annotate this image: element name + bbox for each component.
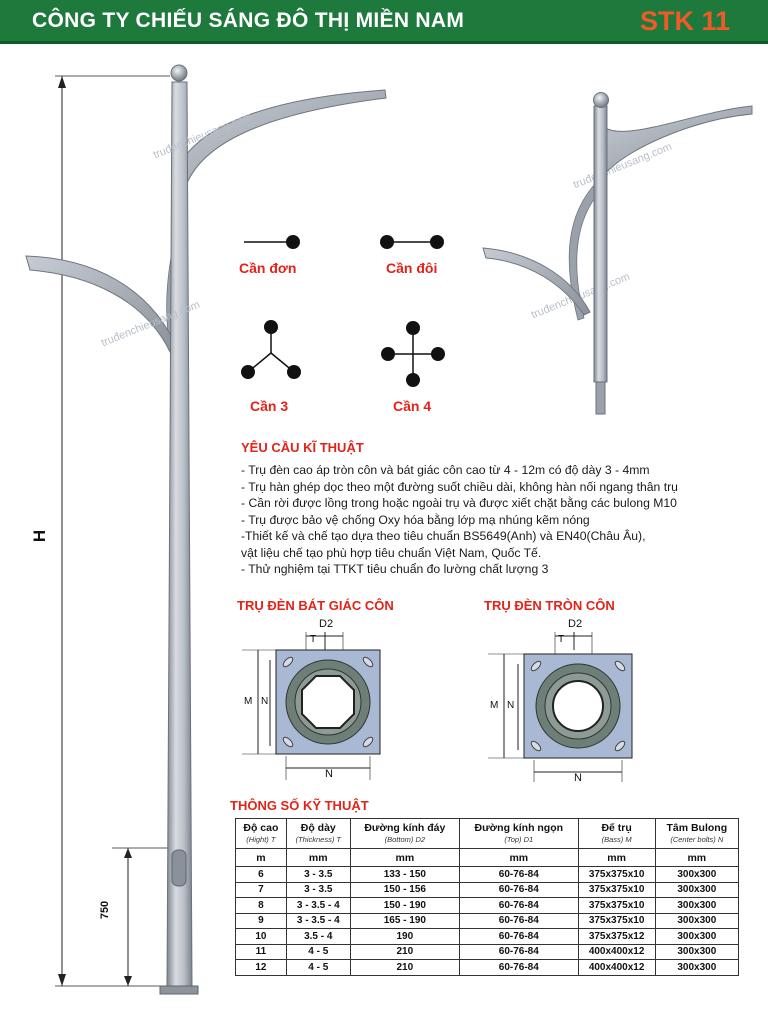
requirement-item: - Trụ hàn ghép dọc theo một đường suốt c… [241,479,678,494]
triple-arm-icon [241,320,301,379]
pole-finial [170,64,188,82]
round-d2-label: D2 [568,618,583,630]
octagonal-t-label: T [310,634,317,645]
octagonal-d2-label: D2 [319,618,334,630]
requirement-item: -Thiết kế và chế tạo dựa theo tiêu chuẩn… [241,529,646,543]
double-arm-icon [380,235,444,249]
specs-title: THÔNG SỐ KỸ THUẬT [230,798,369,813]
unit-cell: mm [285,848,351,867]
round-base-drawing [488,632,633,782]
round-base-title: TRỤ ĐÈN TRÒN CÔN [484,598,615,613]
base-height-label: 750 [99,900,112,920]
requirements-title: YÊU CẦU KĨ THUẬT [241,440,364,455]
single-arm-icon [244,235,300,249]
header-thickness: Độ dày(Thickness) T [285,818,351,849]
spec-table: Độ cao(Hight) T Độ dày(Thickness) T Đườn… [235,818,740,976]
requirement-item: vật liệu chế tạo phù hợp tiêu chuẩn Việt… [241,545,542,560]
height-label: H [30,529,50,543]
octagonal-n-bottom-label: N [325,768,333,780]
requirement-item: - Trụ đèn cao áp tròn côn và bát giác cô… [241,463,650,477]
upper-arm [171,89,387,202]
round-t-label: T [558,634,565,645]
header-height: Độ cao(Hight) T [235,818,287,849]
round-n-bottom-label: N [574,772,582,784]
header-base: Đế trụ(Bass) M [577,818,656,849]
header-bottom-diameter: Đường kính đáy(Bottom) D2 [349,818,460,849]
table-header-row: Độ cao(Hight) T Độ dày(Thickness) T Đườn… [235,818,740,849]
company-title: CÔNG TY CHIẾU SÁNG ĐÔ THỊ MIỀN NAM [32,9,465,32]
quad-arm-icon [381,321,445,387]
unit-cell: mm [349,848,460,867]
side-pole-drawing [482,92,753,415]
octagonal-base-drawing [242,632,381,780]
requirement-item: - Cần rời được lồng trong hoặc ngoài trụ… [241,496,677,510]
octagonal-n-label: N [261,696,269,707]
table-units-row: m mm mm mm mm mm [235,848,740,867]
header-bolt-center: Tâm Bulong(Center bolts) N [654,818,740,849]
arm-four-label: Cần 4 [393,398,432,414]
unit-cell: mm [577,848,656,867]
arm-single-label: Cần đơn [239,260,297,276]
requirement-item: - Trụ được bảo vệ chống Oxy hóa bằng lớp… [241,512,590,527]
arm-double-label: Cần đôi [386,260,438,276]
round-n-label: N [507,700,515,711]
header-top-diameter: Đường kính ngọn(Top) D1 [458,818,579,849]
product-code: STK 11 [639,6,730,36]
unit-cell: mm [458,848,579,867]
height-dimension [55,75,170,987]
main-pole-drawing [25,64,387,995]
unit-cell: mm [654,848,740,867]
side-pole-shaft [593,105,608,383]
octagonal-m-label: M [244,696,253,707]
requirement-item: - Thử nghiệm tại TTKT tiêu chuẩn đo lườn… [241,562,549,576]
base-dimension [112,847,172,986]
header-bar: CÔNG TY CHIẾU SÁNG ĐÔ THỊ MIỀN NAM STK 1… [0,0,768,44]
requirements-list: - Trụ đèn cao áp tròn côn và bát giác cô… [241,462,741,578]
unit-cell: m [235,848,287,867]
arm-type-icons [241,235,445,387]
round-m-label: M [490,700,499,711]
octagonal-base-title: TRỤ ĐÈN BÁT GIÁC CÔN [237,598,394,613]
arm-three-label: Cần 3 [250,398,289,414]
